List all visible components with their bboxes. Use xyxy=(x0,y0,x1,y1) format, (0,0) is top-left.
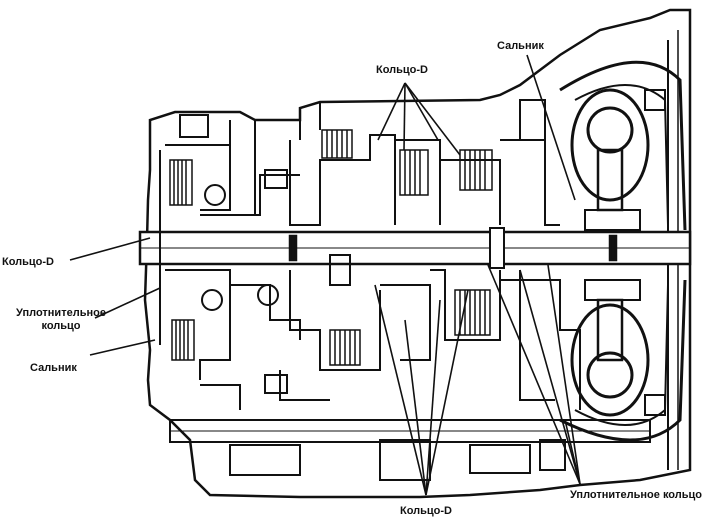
clutch-packs xyxy=(169,129,493,366)
internal-structure xyxy=(159,89,666,471)
label-oil-seal-top: Сальник xyxy=(497,40,544,52)
label-d-ring-left: Кольцо-D xyxy=(2,256,54,268)
label-seal-ring-bottom: Уплотнительное кольцо xyxy=(570,489,702,501)
label-d-ring-bottom: Кольцо-D xyxy=(400,505,452,517)
leader-lines xyxy=(69,54,581,496)
label-d-ring-top: Кольцо-D xyxy=(376,64,428,76)
label-oil-seal-left: Сальник xyxy=(30,362,77,374)
label-seal-ring-left-line1: Уплотнительное xyxy=(16,307,106,319)
housing-outline xyxy=(143,8,692,499)
label-seal-ring-left-line2: кольцо xyxy=(41,320,81,332)
label-seal-ring-left: Уплотнительное кольцо xyxy=(6,307,116,333)
main-shaft xyxy=(138,227,692,269)
